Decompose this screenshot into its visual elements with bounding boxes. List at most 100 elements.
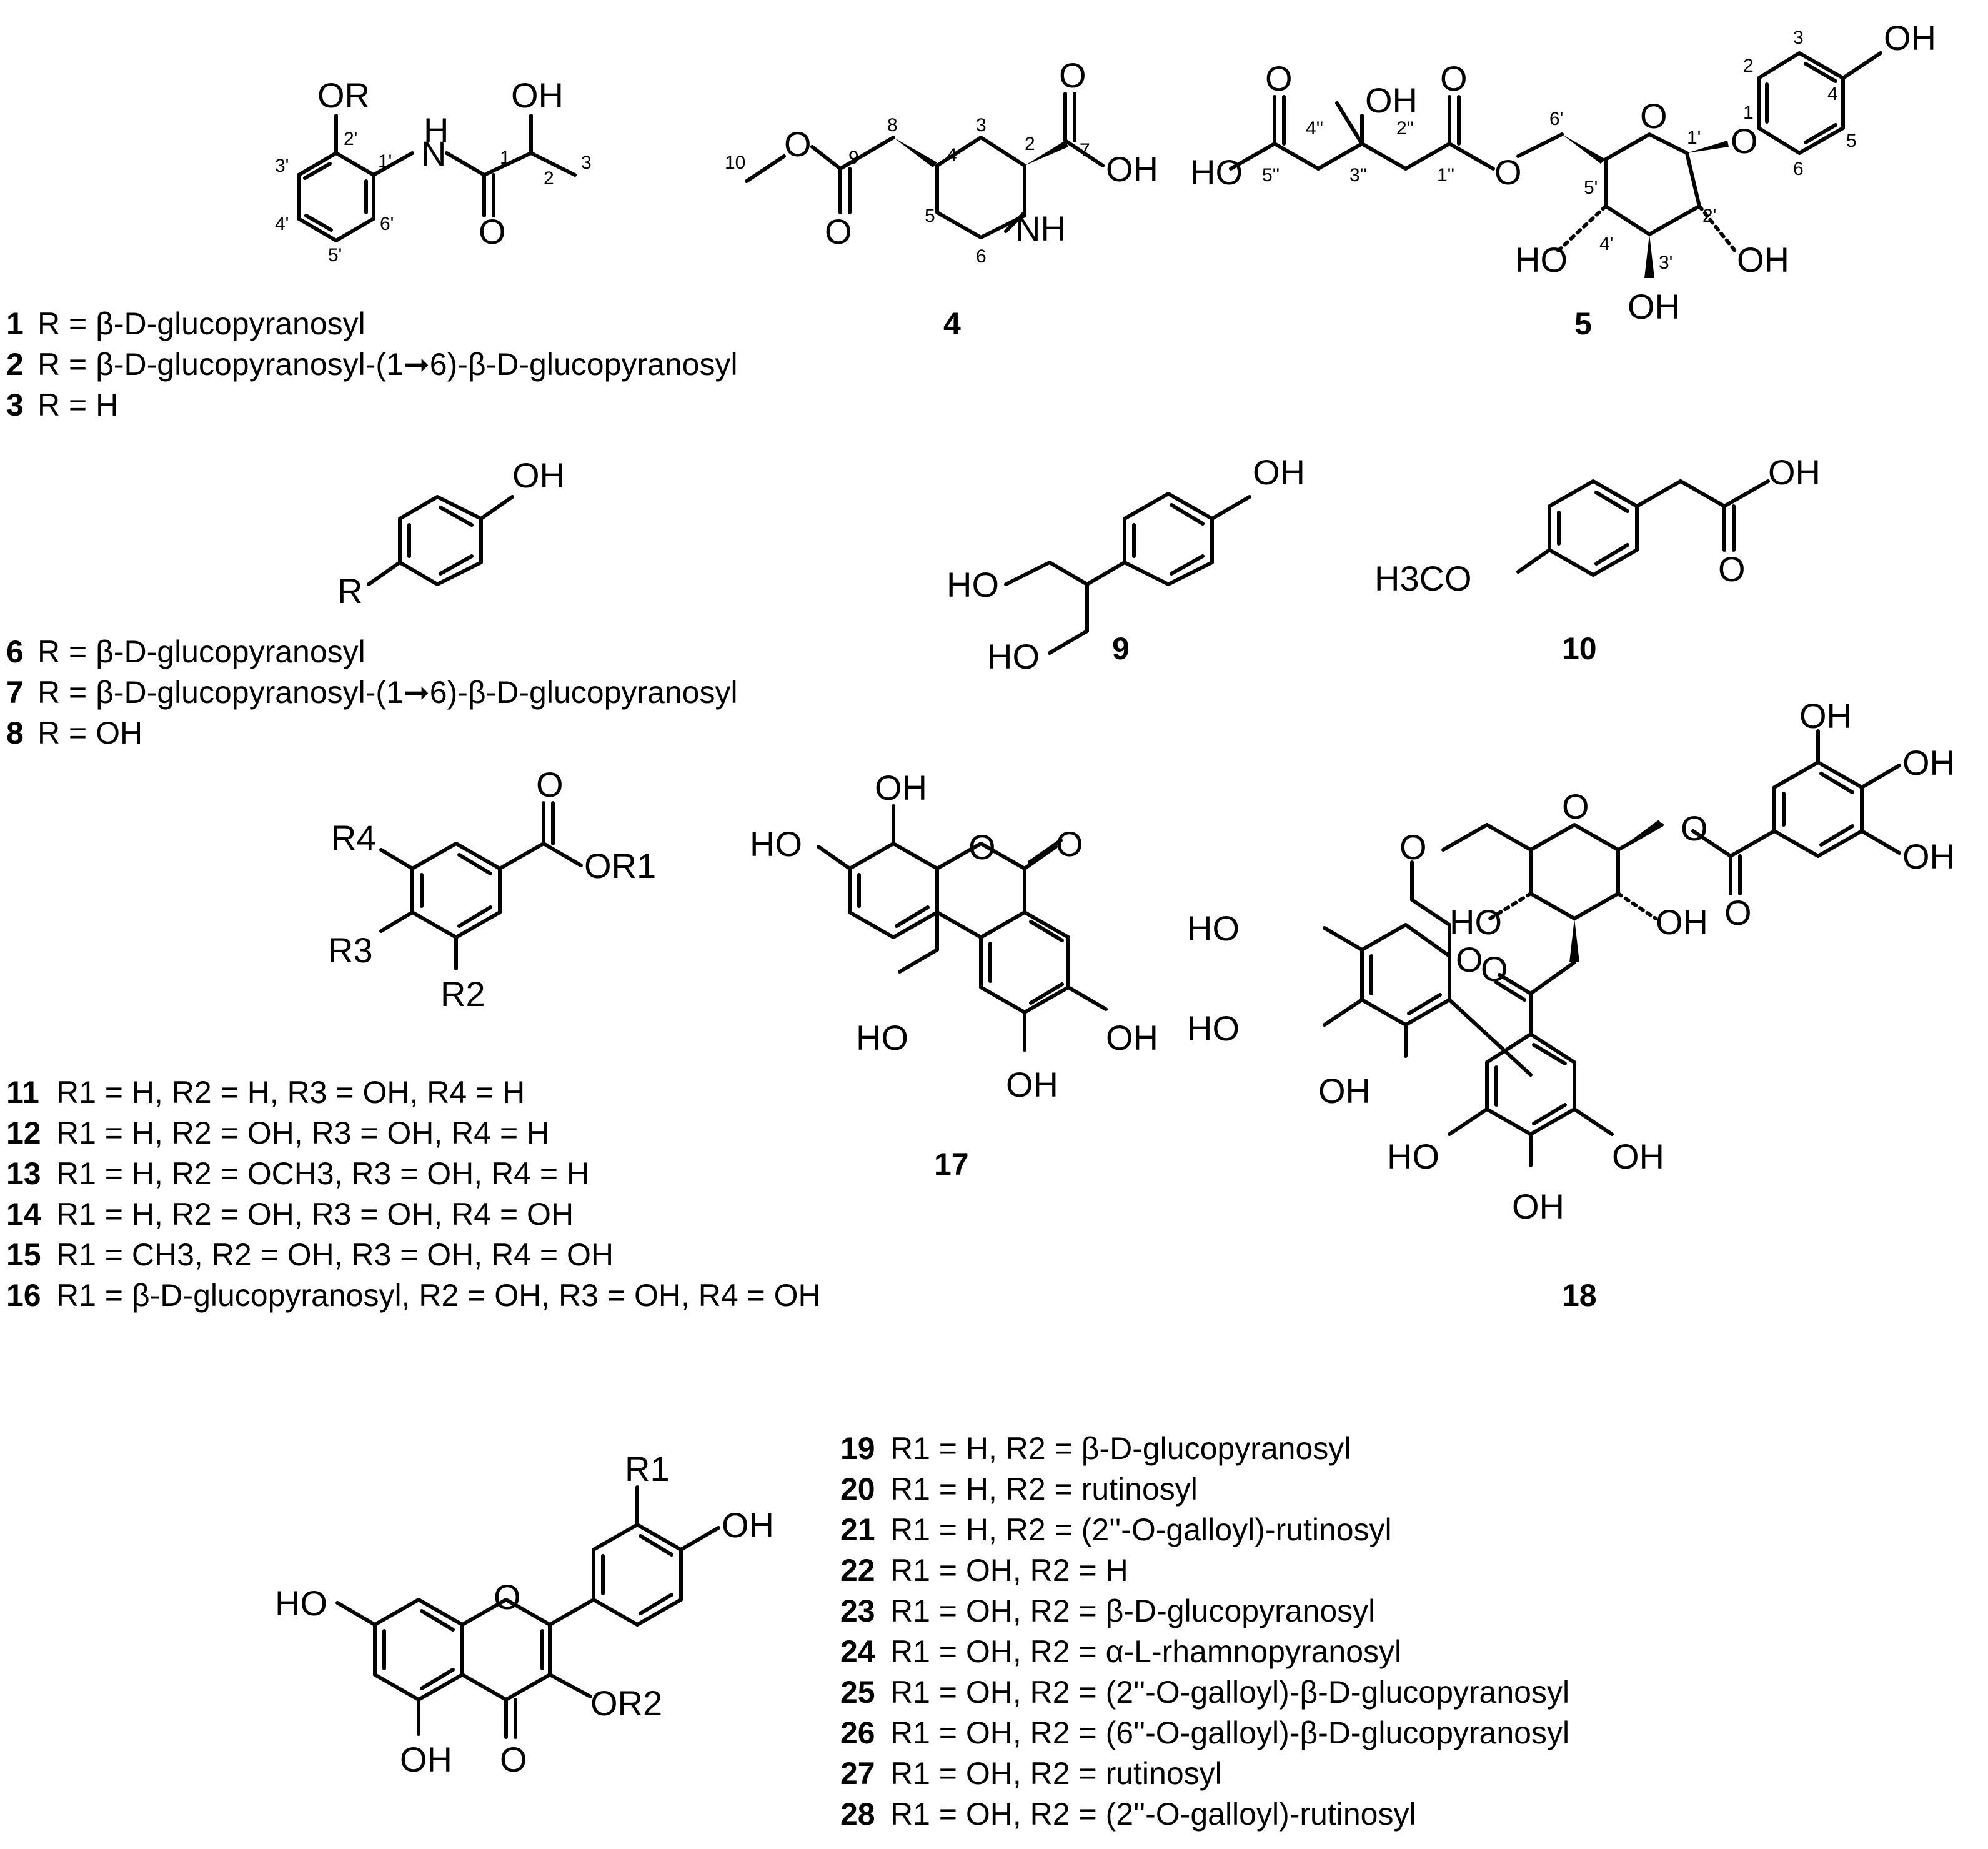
compound-number: 3 [6,387,24,422]
s4-c10: 10 [725,152,745,173]
s5-c2p: 2' [1702,206,1716,226]
compound-number: 19 [840,1431,875,1466]
s19-o-ring: O [494,1577,521,1617]
s17-ho-left: HO [750,824,802,864]
s4-c8: 8 [887,115,898,136]
s1-or-label: OR [317,76,370,115]
compound-caption: R = OH [37,715,142,750]
compound-caption: R1 = H, R2 = rutinosyl [890,1472,1198,1507]
compound-number: 8 [6,715,24,750]
s4-oh: OH [1106,149,1158,189]
s18-ho-b1: HO [1387,1137,1439,1176]
s5-o-link: O [1494,152,1522,192]
caption-8: 8 R = OH [6,715,142,750]
compound-number: 25 [840,1675,875,1710]
s4-c4: 4 [947,145,957,166]
s4-c6: 6 [976,246,987,267]
s5-o-glyc: O [1731,121,1758,161]
s9-ho1: HO [947,565,999,604]
s18-o-gal: O [1681,809,1708,848]
compound-caption: R = β-D-glucopyranosyl-(1➞6)-β-D-glucopy… [37,675,738,710]
compound-number: 22 [840,1553,875,1588]
compound-caption: R1 = OH, R2 = α-L-rhamnopyranosyl [890,1634,1401,1669]
s1-oh-label: OH [511,76,564,115]
caption-24: 24 R1 = OH, R2 = α-L-rhamnopyranosyl [840,1634,1401,1669]
s18-ho-s4: HO [1449,902,1502,942]
s19-ho: HO [275,1583,327,1623]
compound-number: 28 [840,1797,875,1832]
compound-caption: R = β-D-glucopyranosyl-(1➞6)-β-D-glucopy… [37,347,738,382]
compound-number-5: 5 [1574,306,1592,341]
compound-number: 23 [840,1593,875,1628]
compound-caption: R1 = OH, R2 = rutinosyl [890,1756,1222,1791]
compound-number: 2 [6,347,24,382]
compound-number: 24 [840,1634,875,1669]
s4-o-acid: O [1059,56,1086,95]
compound-caption: R1 = H, R2 = OCH3, R3 = OH, R4 = H [56,1156,589,1191]
caption-15: 15 R1 = CH3, R2 = OH, R3 = OH, R4 = OH [6,1237,614,1272]
s17-oh-br: OH [1106,1018,1158,1057]
s18-o-k: O [1481,949,1508,989]
caption-16: 16 R1 = β-D-glucopyranosyl, R2 = OH, R3 … [6,1278,821,1313]
s5-o1: O [1265,59,1293,98]
caption-21: 21 R1 = H, R2 = (2''-O-galloyl)-rutinosy… [840,1512,1392,1547]
s5-c5pp: 5'' [1262,165,1280,186]
s19-oh: OH [722,1505,774,1545]
s11-r4: R4 [331,818,376,857]
s18-o-est1b: O [1456,940,1483,979]
s4-nh: NH [1015,209,1066,248]
compound-number: 15 [6,1237,41,1272]
s6-r: R [337,571,362,611]
s5-o-ring: O [1640,96,1667,136]
s1-o-label: O [479,212,506,251]
s5-a5: 5 [1846,131,1857,151]
compound-caption: R = β-D-glucopyranosyl [37,306,365,341]
caption-20: 20 R1 = H, R2 = rutinosyl [840,1472,1198,1507]
caption-13: 13 R1 = H, R2 = OCH3, R3 = OH, R4 = H [6,1156,589,1191]
s4-c3: 3 [976,115,987,136]
compound-caption: R1 = OH, R2 = (2''-O-galloyl)-rutinosyl [890,1797,1416,1832]
s1-c5p-label: 5' [328,245,342,266]
compound-caption: R1 = OH, R2 = β-D-glucopyranosyl [890,1593,1375,1628]
s5-oh-c2: OH [1737,240,1789,279]
s1-c3-label: 3 [581,152,592,173]
s17-oh-bot: OH [1006,1065,1058,1104]
compound-number-9: 9 [1112,631,1130,666]
s5-a2: 2 [1743,56,1754,76]
s5-a3: 3 [1793,27,1804,48]
caption-6: 6 R = β-D-glucopyranosyl [6,634,365,669]
s18-o-est1: O [1399,827,1427,867]
compound-caption: R1 = OH, R2 = H [890,1553,1128,1588]
s18-o-ring: O [1562,787,1589,826]
s19-o-4: O [500,1740,527,1779]
compound-caption: R1 = OH, R2 = (2''-O-galloyl)-β-D-glucop… [890,1675,1569,1710]
caption-25: 25 R1 = OH, R2 = (2''-O-galloyl)-β-D-glu… [840,1675,1569,1710]
compound-number: 14 [6,1197,41,1232]
s5-c1p: 1' [1687,127,1701,148]
compound-caption: R1 = H, R2 = OH, R3 = OH, R4 = OH [56,1197,574,1232]
s18-ho-l2: HO [1187,1009,1240,1048]
compound-number: 1 [6,306,24,341]
s5-c5p: 5' [1584,177,1598,198]
s5-a1: 1 [1743,102,1754,123]
s18-oh-s2: OH [1656,902,1708,942]
structure-10: OH O H3CO 10 [1374,452,1821,666]
s10-h3co: H3CO [1374,559,1472,598]
structure-9: OH HO HO 9 [947,452,1305,676]
s1-c2p-label: 2' [344,129,357,149]
s10-oh: OH [1768,452,1821,492]
s5-c2pp: 2'' [1396,118,1414,139]
caption-11: 11 R1 = H, R2 = H, R3 = OH, R4 = H [6,1075,525,1110]
caption-2: 2 R = β-D-glucopyranosyl-(1➞6)-β-D-gluco… [6,347,738,382]
s1-c3p-label: 3' [275,156,289,176]
s1-c1-label: 1 [500,147,510,168]
s19-oh-5: OH [400,1740,452,1779]
compound-number: 7 [6,675,24,710]
s5-ho-left: HO [1190,152,1243,192]
caption-19: 19 R1 = H, R2 = β-D-glucopyranosyl [840,1431,1351,1466]
caption-1: 1 R = β-D-glucopyranosyl [6,306,365,341]
compound-caption: R1 = OH, R2 = (6''-O-galloyl)-β-D-glucop… [890,1715,1569,1750]
s19-or2: OR2 [590,1683,662,1723]
caption-23: 23 R1 = OH, R2 = β-D-glucopyranosyl [840,1593,1375,1628]
